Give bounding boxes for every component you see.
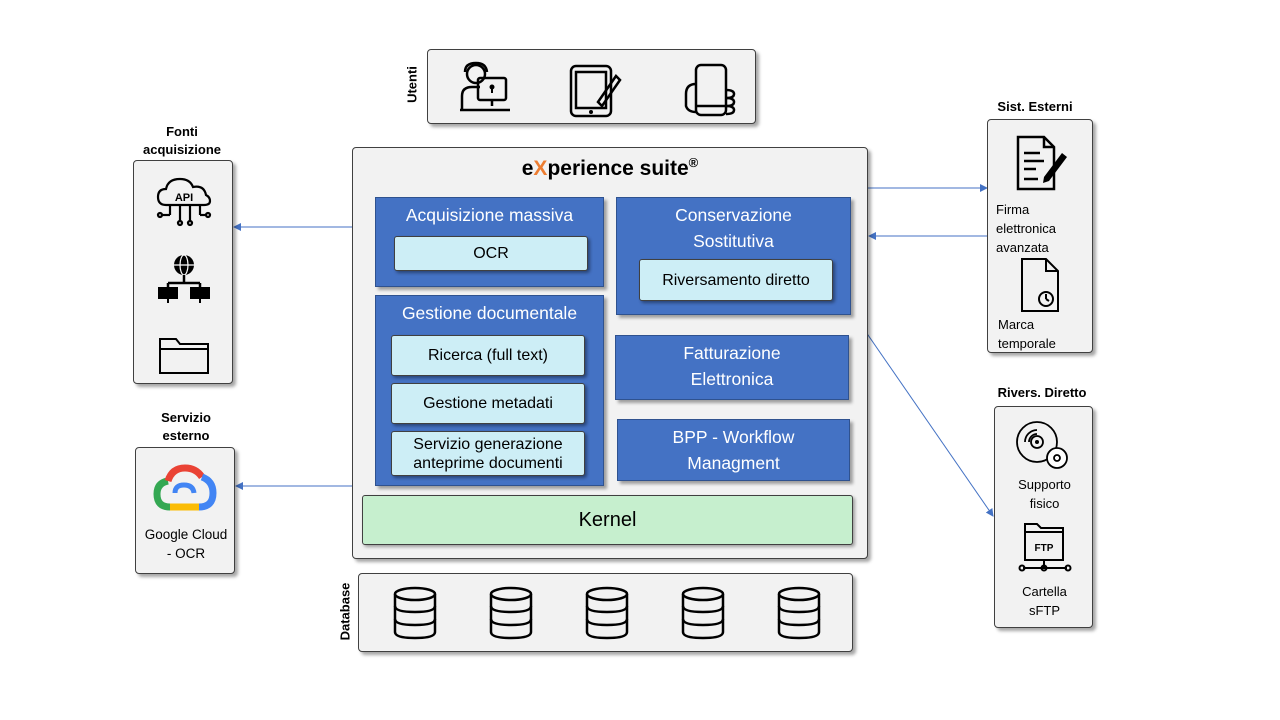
firma-text: Firma elettronica avanzata (996, 200, 1056, 257)
sub-riversamento-diretto: Riversamento diretto (639, 259, 833, 301)
suite-title-rest: perience suite (547, 157, 689, 180)
suite-title-e: e (521, 157, 534, 180)
users-label: Utenti (404, 66, 420, 103)
fonti-label-2: acquisizione (142, 142, 222, 157)
folder-icon (159, 338, 209, 374)
sub-servizio-generazione: Servizio generazione anteprime documenti (391, 431, 585, 476)
cartella-line-1: Cartella (1022, 584, 1067, 599)
marca-line-2: temporale (998, 336, 1056, 351)
sub-servizio-line-1: Servizio generazione (413, 435, 563, 453)
module-bpp-line-2: Managment (687, 453, 780, 473)
firma-line-1: Firma (996, 202, 1030, 217)
arrow-to-rivers (847, 305, 994, 517)
servizio-panel: Google Cloud - OCR (135, 447, 235, 574)
marca-text: Marca temporale (998, 315, 1056, 353)
module-fatturazione-elettronica: Fatturazione Elettronica (615, 335, 849, 400)
kernel-bar: Kernel (362, 495, 853, 545)
sist-esterni-panel: Firma elettronica avanzata Marca tempora… (987, 119, 1093, 353)
fonti-label-1: Fonti (166, 124, 198, 139)
smartphone-icon (684, 63, 736, 117)
database-icon (681, 586, 725, 640)
servizio-label-1: Servizio (161, 410, 211, 425)
tablet-icon (569, 64, 622, 118)
module-fatturazione-line-2: Elettronica (690, 369, 774, 389)
cartella-text: Cartella sFTP (995, 582, 1094, 620)
suite-title-x: X (533, 157, 548, 180)
google-cloud-name-2: - OCR (166, 546, 206, 561)
module-conservazione-title-2: Sostitutiva (693, 231, 774, 251)
ftp-folder-text: FTP (1035, 543, 1054, 554)
servizio-label: Servizio esterno (136, 409, 236, 445)
fonti-panel: API (133, 160, 233, 384)
api-cloud-icon: API (156, 177, 212, 227)
module-gestione-title: Gestione documentale (401, 303, 578, 323)
google-cloud-icon (153, 464, 217, 511)
user-at-computer-icon (460, 61, 510, 112)
database-panel (358, 573, 853, 652)
firma-line-3: avanzata (996, 240, 1049, 255)
fonti-label: Fonti acquisizione (132, 123, 232, 159)
module-bpp-line-1: BPP - Workflow (672, 427, 795, 447)
supporto-line-1: Supporto (1018, 477, 1071, 492)
signed-document-icon (1016, 135, 1067, 191)
rivers-panel: Supporto fisico FTP Cartella sFTP (994, 406, 1093, 628)
supporto-text: Supporto fisico (995, 475, 1094, 513)
marca-line-1: Marca (998, 317, 1035, 332)
timestamp-document-icon (1021, 258, 1059, 312)
sist-esterni-label: Sist. Esterni (997, 99, 1073, 114)
cartella-line-2: sFTP (1028, 603, 1061, 618)
users-panel (427, 49, 756, 124)
svg-text:API: API (175, 192, 193, 204)
google-cloud-name: Google Cloud - OCR (136, 525, 236, 563)
module-fatturazione-line-1: Fatturazione (683, 343, 781, 363)
firma-line-2: elettronica (996, 221, 1056, 236)
sub-gestione-metadati: Gestione metadati (391, 383, 585, 424)
module-bpp-workflow: BPP - Workflow Managment (617, 419, 850, 481)
supporto-line-2: fisico (1029, 496, 1060, 511)
suite-title-reg: ® (688, 155, 699, 170)
suite-title: eXperience suite® (353, 155, 867, 181)
sub-ocr: OCR (394, 236, 588, 271)
sub-servizio-line-2: anteprime documenti (413, 454, 563, 472)
sub-ricerca-full-text: Ricerca (full text) (391, 335, 585, 376)
module-acquisizione-title: Acquisizione massiva (405, 205, 574, 225)
module-conservazione-title-1: Conservazione (675, 205, 792, 225)
network-globe-icon (158, 254, 210, 303)
database-label: Database (337, 582, 353, 641)
rivers-label: Rivers. Diretto (997, 385, 1087, 400)
optical-disc-icon (1016, 421, 1068, 469)
servizio-label-2: esterno (162, 428, 210, 443)
ftp-folder-icon: FTP (1018, 523, 1072, 572)
google-cloud-name-1: Google Cloud (144, 527, 228, 542)
database-icon (777, 586, 821, 640)
database-icon (585, 586, 629, 640)
database-icon (393, 586, 437, 640)
database-icon (489, 586, 533, 640)
